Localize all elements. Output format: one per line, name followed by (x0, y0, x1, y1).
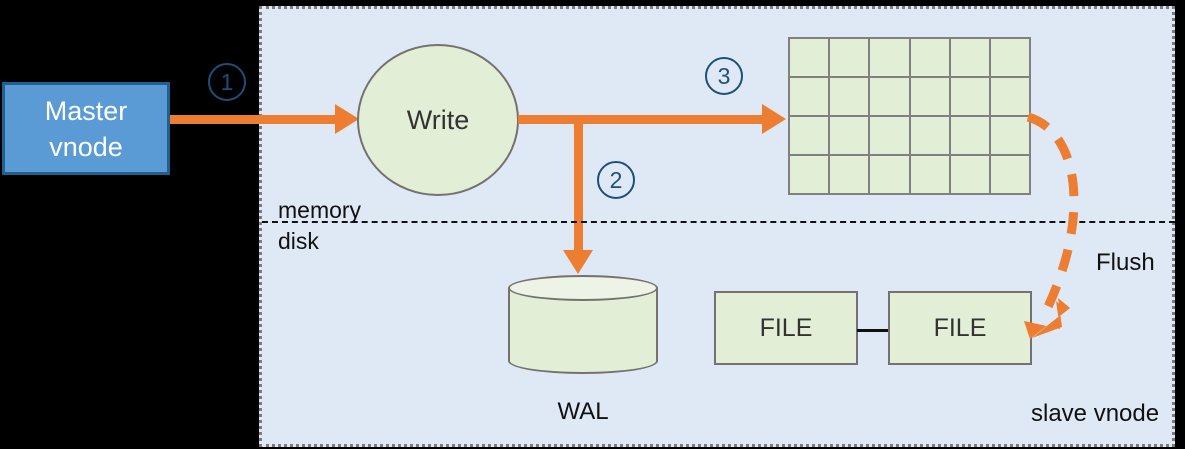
file-box-1-label: FILE (759, 313, 813, 342)
grid-cell (910, 39, 949, 76)
master-vnode-label-line1: Master (44, 95, 128, 126)
arrow-write-to-wal-head (563, 250, 593, 274)
grid-cell (910, 156, 949, 193)
grid-cell (910, 117, 949, 154)
grid-cell (870, 117, 909, 154)
arrow-master-to-write-line (170, 115, 342, 124)
grid-cell (830, 156, 869, 193)
flush-arrow-icon (1024, 112, 1079, 339)
write-node-label: Write (406, 104, 470, 135)
grid-cell (830, 39, 869, 76)
grid-cell (950, 156, 989, 193)
grid-cell (790, 117, 829, 154)
grid-cell (990, 39, 1029, 76)
master-vnode-box[interactable]: Master vnode (2, 82, 170, 175)
memory-label: memory (278, 197, 362, 223)
grid-cell (830, 78, 869, 115)
file-box-2-label: FILE (933, 313, 987, 342)
grid-cell (950, 78, 989, 115)
flush-label: Flush (1096, 249, 1155, 276)
grid-cell (870, 39, 909, 76)
grid-cell (990, 156, 1029, 193)
step-3-badge: 3 (705, 57, 743, 95)
grid-cell (790, 39, 829, 76)
file-box-2[interactable]: FILE (888, 291, 1032, 365)
file-box-1[interactable]: FILE (714, 291, 858, 365)
arrow-write-to-grid-line (518, 115, 768, 124)
grid-cell (950, 117, 989, 154)
grid-cell (870, 156, 909, 193)
master-vnode-label-line2: vnode (49, 131, 123, 162)
grid-cell (950, 39, 989, 76)
grid-cell (990, 78, 1029, 115)
grid-cell (790, 78, 829, 115)
slave-vnode-label: slave vnode (1031, 400, 1160, 427)
file-connector-line (857, 329, 889, 332)
disk-label: disk (278, 228, 319, 254)
arrow-master-to-write-head (335, 104, 359, 134)
write-node[interactable]: Write (357, 44, 519, 196)
grid-cell (790, 156, 829, 193)
grid-cell (830, 117, 869, 154)
grid-cell (990, 117, 1029, 154)
grid-cell (870, 78, 909, 115)
grid-cell (910, 78, 949, 115)
arrow-write-to-wal-line (574, 115, 583, 255)
memory-disk-divider (262, 221, 1175, 223)
step-1-badge: 1 (208, 63, 246, 101)
wal-label: WAL (557, 398, 609, 425)
wal-cylinder-top (508, 275, 658, 301)
arrow-write-to-grid-head (762, 104, 786, 134)
step-2-badge: 2 (597, 161, 635, 199)
memory-grid-table[interactable] (788, 37, 1031, 195)
